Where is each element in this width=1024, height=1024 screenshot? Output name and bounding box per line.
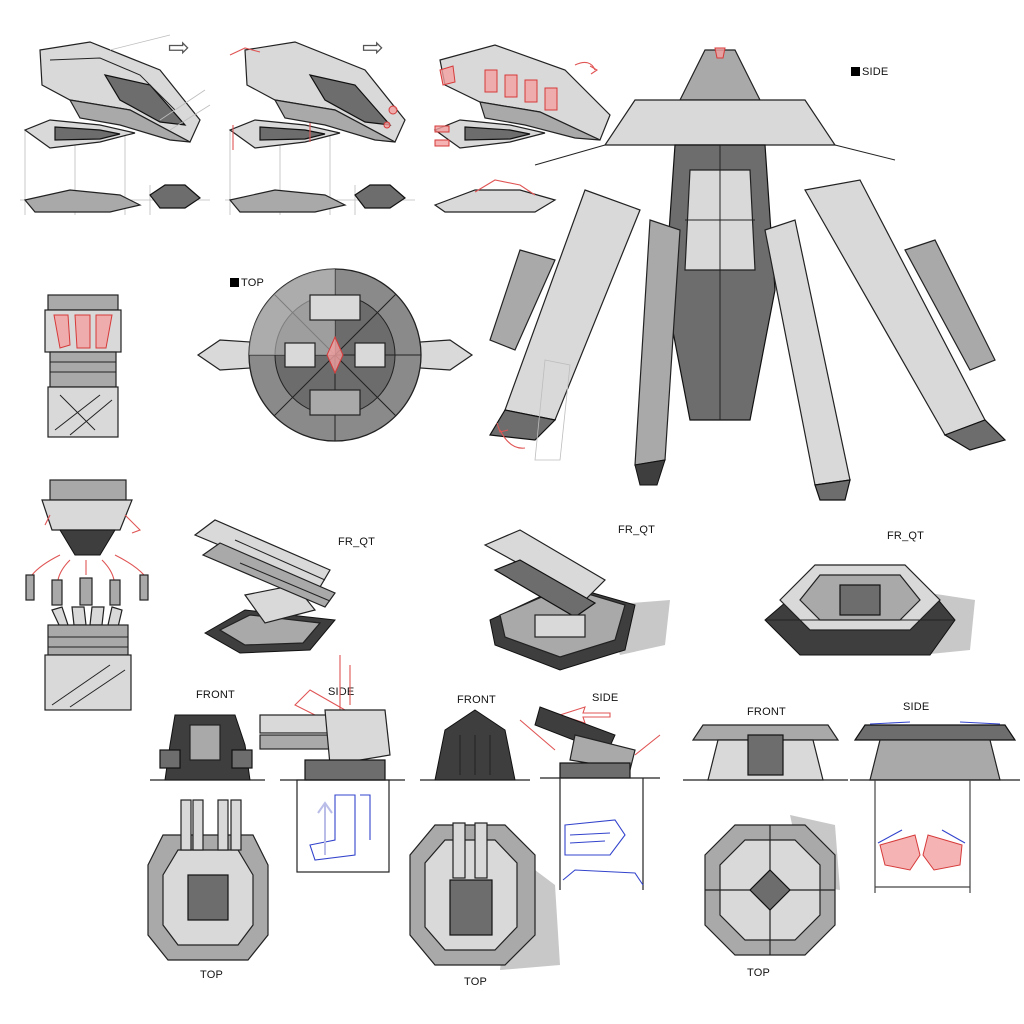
variant-arrow-1: ⇨ [168, 32, 190, 62]
turret-3-side-view [850, 721, 1020, 893]
turret-3-front-label: FRONT [747, 706, 786, 718]
turret-1-side-label: SIDE [328, 686, 355, 698]
turret-3-side-label: SIDE [903, 701, 930, 713]
turret-1-perspective-label: FR_QT [338, 536, 376, 548]
turret-2-side-view [519, 706, 661, 890]
mothership-side-view [489, 47, 1007, 501]
turret-1-top-label: TOP [200, 969, 224, 981]
mothership-side-label: SIDE [851, 66, 888, 78]
tower-study-deployed [25, 479, 149, 711]
turret-3-front-view [683, 724, 848, 781]
ship-variant-studies: ⇨ ⇨ [0, 0, 420, 220]
turret-2-top-view [409, 822, 560, 970]
turret-1-side-view [259, 655, 405, 873]
turret-2-perspective [483, 529, 670, 671]
turret-1-front-view [150, 714, 265, 781]
turret-1-front-label: FRONT [196, 689, 235, 701]
turret-1-top-view [147, 799, 269, 961]
turret-2-perspective-label: FR_QT [618, 524, 656, 536]
mothership-top-label: TOP [230, 277, 264, 289]
ship-variant-a [20, 34, 211, 215]
mothership-top-view [196, 268, 474, 442]
turret-3-top-view [704, 815, 840, 956]
ship-variant-c [433, 44, 611, 213]
ship-variant-b [225, 41, 415, 215]
turret-3-top-label: TOP [747, 967, 771, 979]
variant-arrow-2: ⇨ [362, 32, 384, 62]
turret-3-perspective-label: FR_QT [887, 530, 925, 542]
turret-1-perspective [193, 519, 336, 654]
turret-2-front-label: FRONT [457, 694, 496, 706]
turret-3-perspective [764, 564, 975, 656]
tower-study-closed [44, 294, 122, 438]
turret-2-front-view [420, 709, 530, 781]
turret-2-top-label: TOP [464, 976, 488, 988]
turret-2-side-label: SIDE [592, 692, 619, 704]
